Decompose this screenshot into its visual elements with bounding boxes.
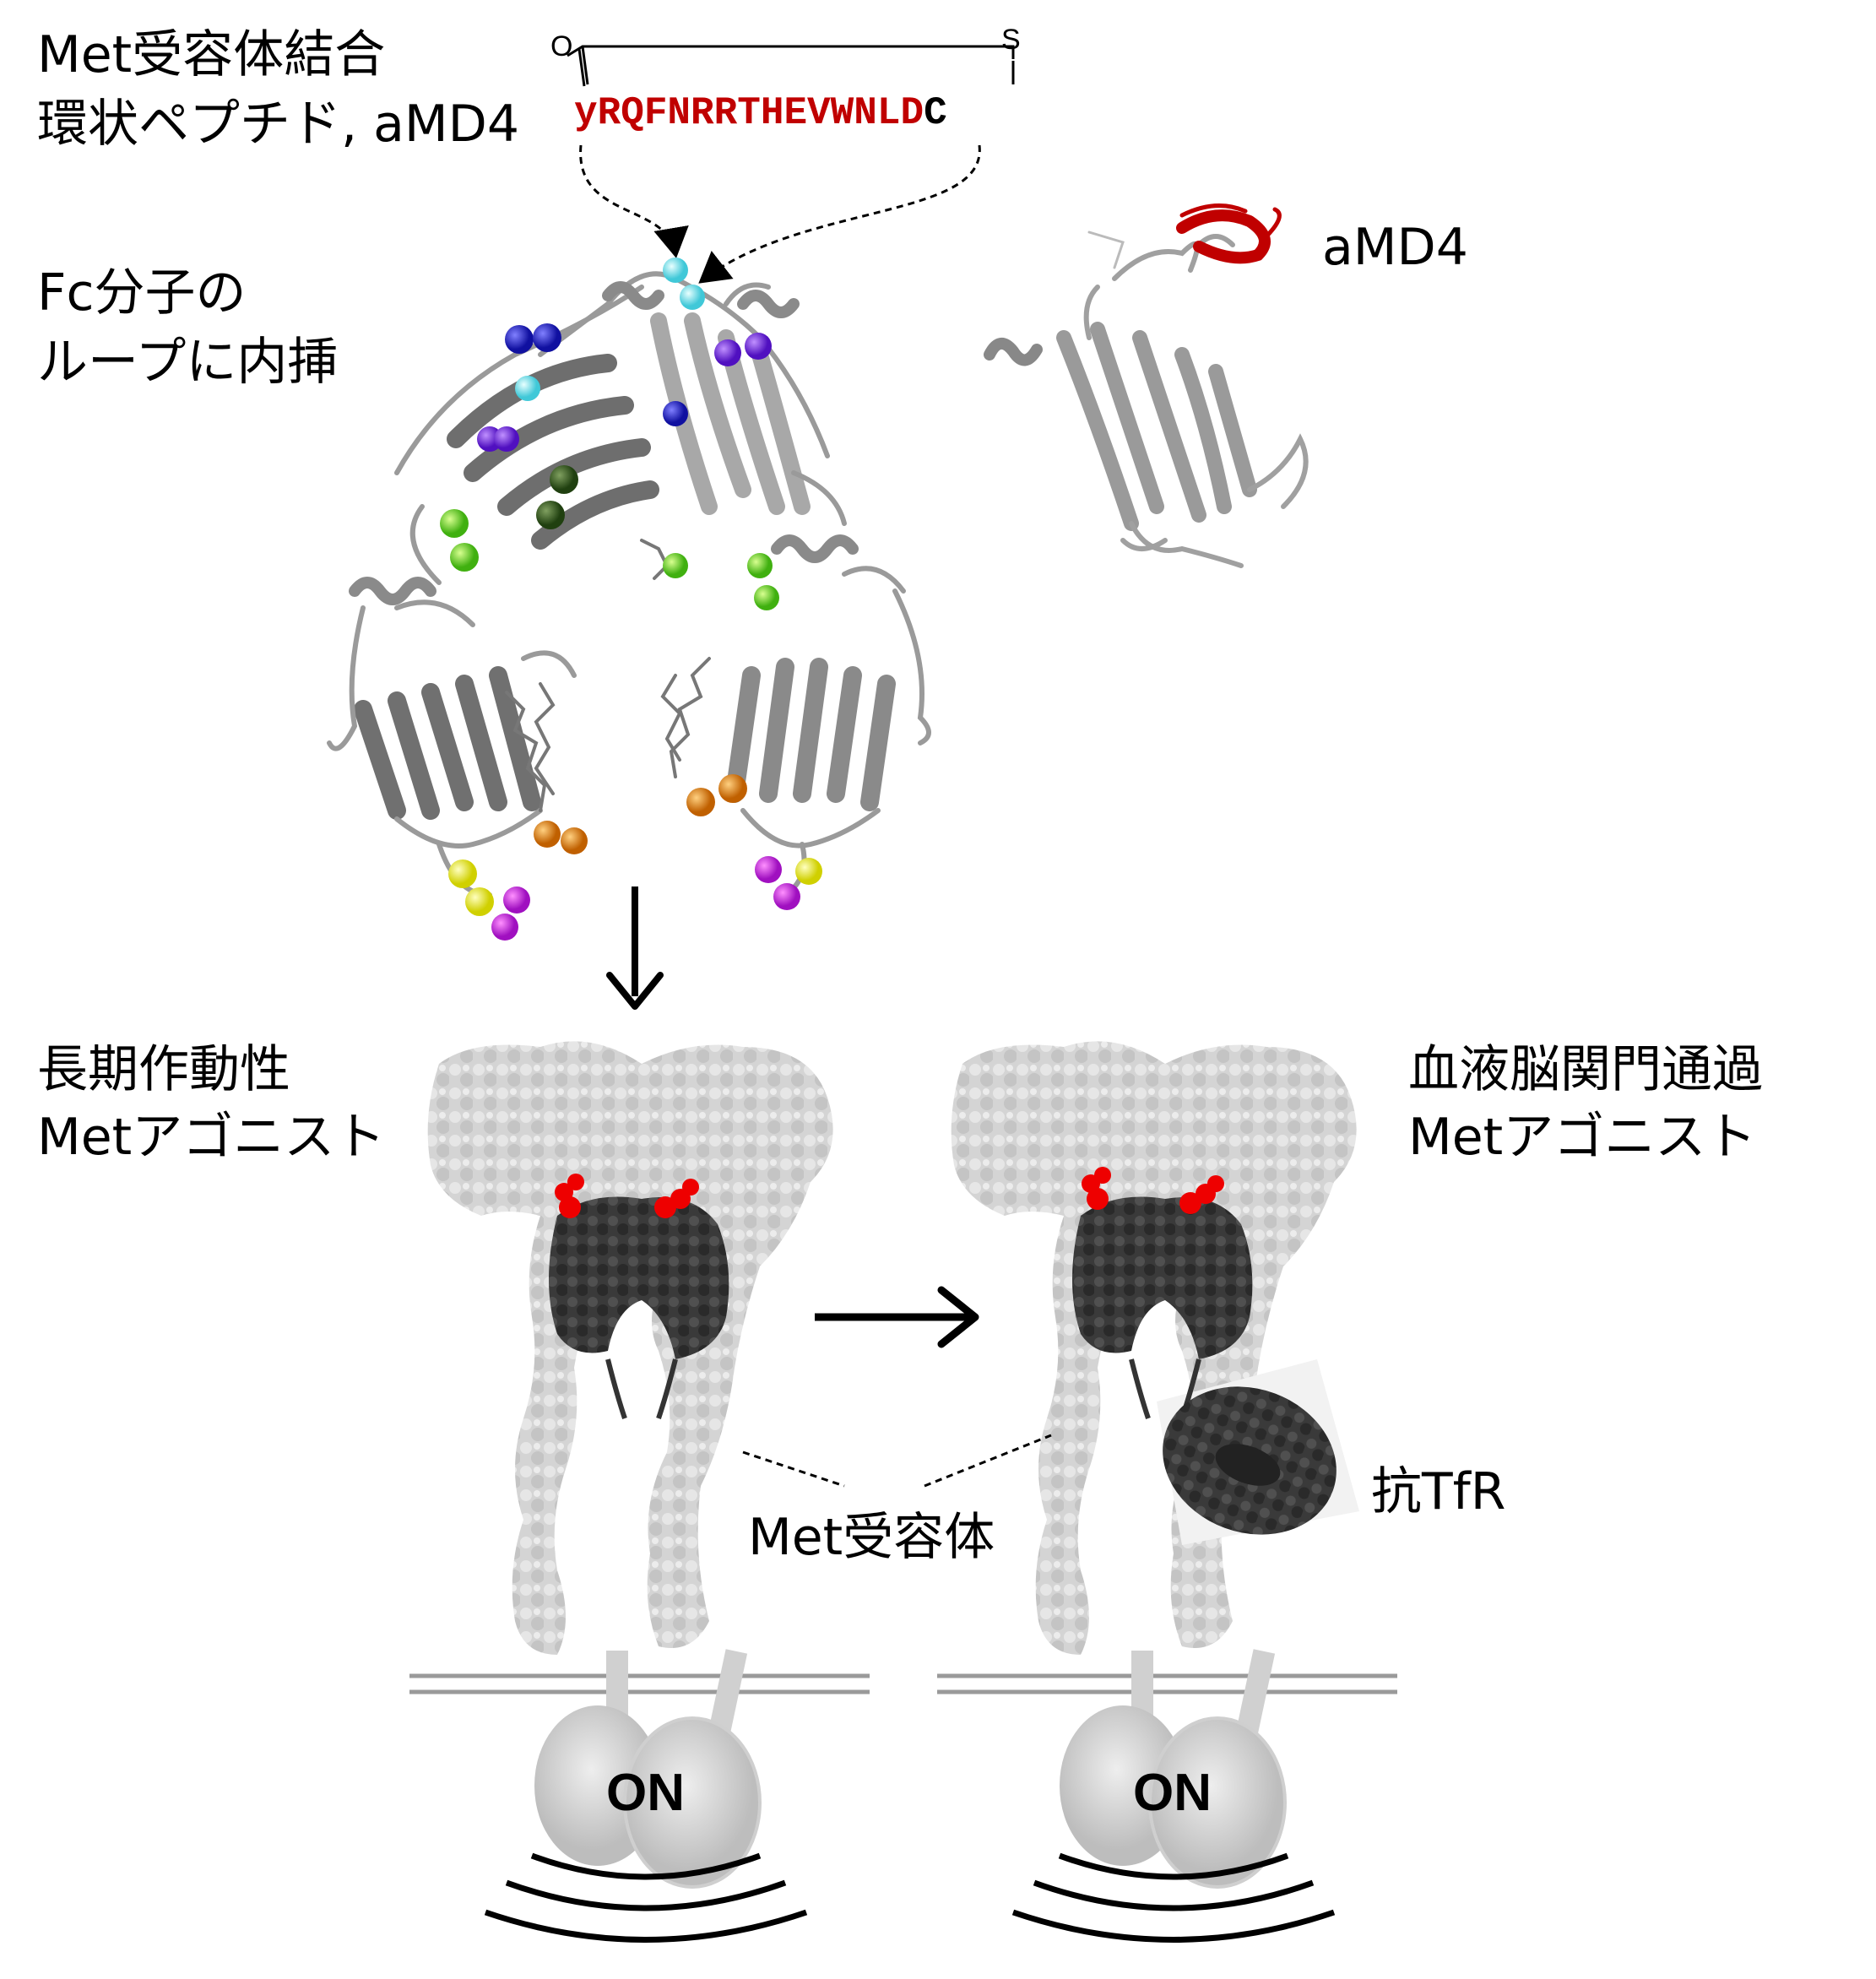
insertion-arrows bbox=[579, 144, 981, 284]
long-acting-label-line1: 長期作動性 bbox=[37, 1040, 290, 1099]
sulfur-atom-label: S bbox=[1001, 24, 1021, 56]
long-acting-label-line2: Metアゴニスト bbox=[37, 1108, 386, 1167]
oxygen-atom-label: O bbox=[550, 30, 573, 62]
bbb-label-line2: Metアゴニスト bbox=[1408, 1108, 1757, 1167]
left-met-complex bbox=[409, 1041, 870, 1943]
down-arrow bbox=[606, 886, 664, 1010]
peptide-sequence: yRQFNRRTHEVWNLDC bbox=[574, 91, 947, 135]
peptide-sequence-cys: C bbox=[924, 91, 947, 135]
peptide-title-line1: Met受容体結合 bbox=[37, 25, 386, 84]
residue-spheres bbox=[440, 258, 822, 941]
fc-ribbon-structure bbox=[327, 271, 931, 897]
peptide-title-line2: 環状ペプチド, aMD4 bbox=[37, 95, 520, 154]
amd4-label: aMD4 bbox=[1322, 218, 1468, 277]
bbb-label-line1: 血液脳関門通過 bbox=[1408, 1040, 1763, 1099]
peptide-schematic bbox=[567, 45, 1015, 87]
right-met-complex bbox=[937, 1041, 1397, 1943]
met-receptor-pointers bbox=[742, 1434, 1052, 1488]
peptide-sequence-red: yRQFNRRTHEVWNLD bbox=[574, 91, 924, 135]
met-receptor-label: Met受容体 bbox=[748, 1508, 995, 1567]
fc-label-line1: Fc分子の bbox=[37, 263, 247, 323]
on-state-right: ON bbox=[1133, 1764, 1212, 1822]
on-state-left: ON bbox=[606, 1764, 685, 1822]
right-arrow bbox=[815, 1286, 979, 1348]
fc-label-line2: ループに内挿 bbox=[37, 333, 339, 392]
anti-tfr-label: 抗TfR bbox=[1371, 1462, 1506, 1521]
fc-domain-with-amd4 bbox=[984, 203, 1309, 568]
